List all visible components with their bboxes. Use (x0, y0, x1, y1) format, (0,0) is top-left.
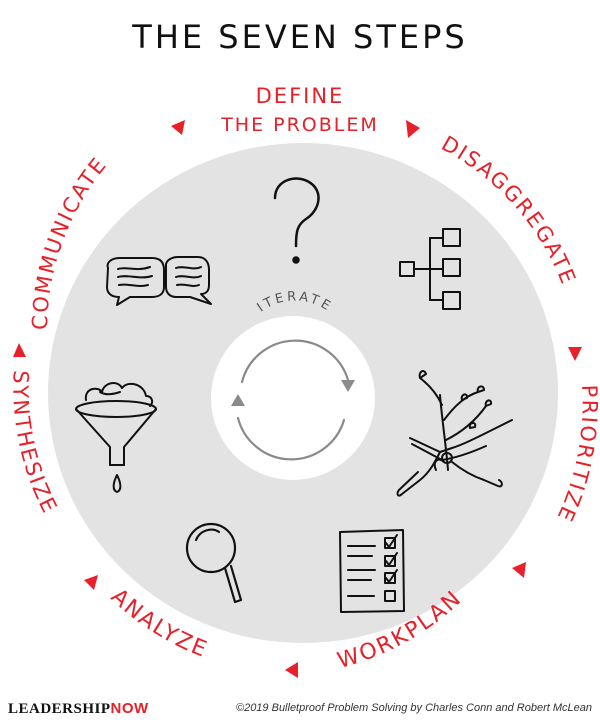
copyright-credit: ©2019 Bulletproof Problem Solving by Cha… (235, 702, 592, 714)
brand-part1: LEADERSHIP (8, 701, 111, 717)
checklist-icon (339, 529, 405, 613)
step-label-define-line1: DEFINE (256, 84, 345, 108)
cycle-arrow-5 (84, 575, 98, 590)
iterate-cycle-icon (236, 339, 350, 461)
cycle-arrow-2 (568, 347, 582, 361)
hierarchy-tree-icon (399, 228, 461, 310)
speech-bubbles-icon (106, 256, 212, 306)
iterate-arrowhead-left (231, 394, 245, 406)
cycle-arrow-1 (406, 120, 420, 138)
leadershipnow-logo: LEADERSHIPNOW (8, 700, 149, 718)
diagram-title: THE SEVEN STEPS (132, 18, 468, 56)
cycle-arrow-6 (13, 343, 26, 357)
cycle-arrow-7 (171, 120, 185, 135)
pruning-shears-icon (396, 370, 513, 497)
funnel-icon (75, 382, 157, 493)
step-label-prioritize: PRIORITIZE (552, 384, 600, 526)
cycle-arrow-4 (285, 662, 298, 678)
brand-part2: NOW (110, 700, 149, 717)
question-mark-icon (273, 177, 320, 264)
footer-bar: LEADERSHIPNOW ©2019 Bulletproof Problem … (0, 696, 600, 720)
iterate-arrowhead-right (341, 380, 355, 392)
magnifying-glass-icon (185, 522, 243, 604)
cycle-arrow-3 (512, 562, 526, 578)
step-label-define-line2: THE PROBLEM (220, 114, 379, 136)
